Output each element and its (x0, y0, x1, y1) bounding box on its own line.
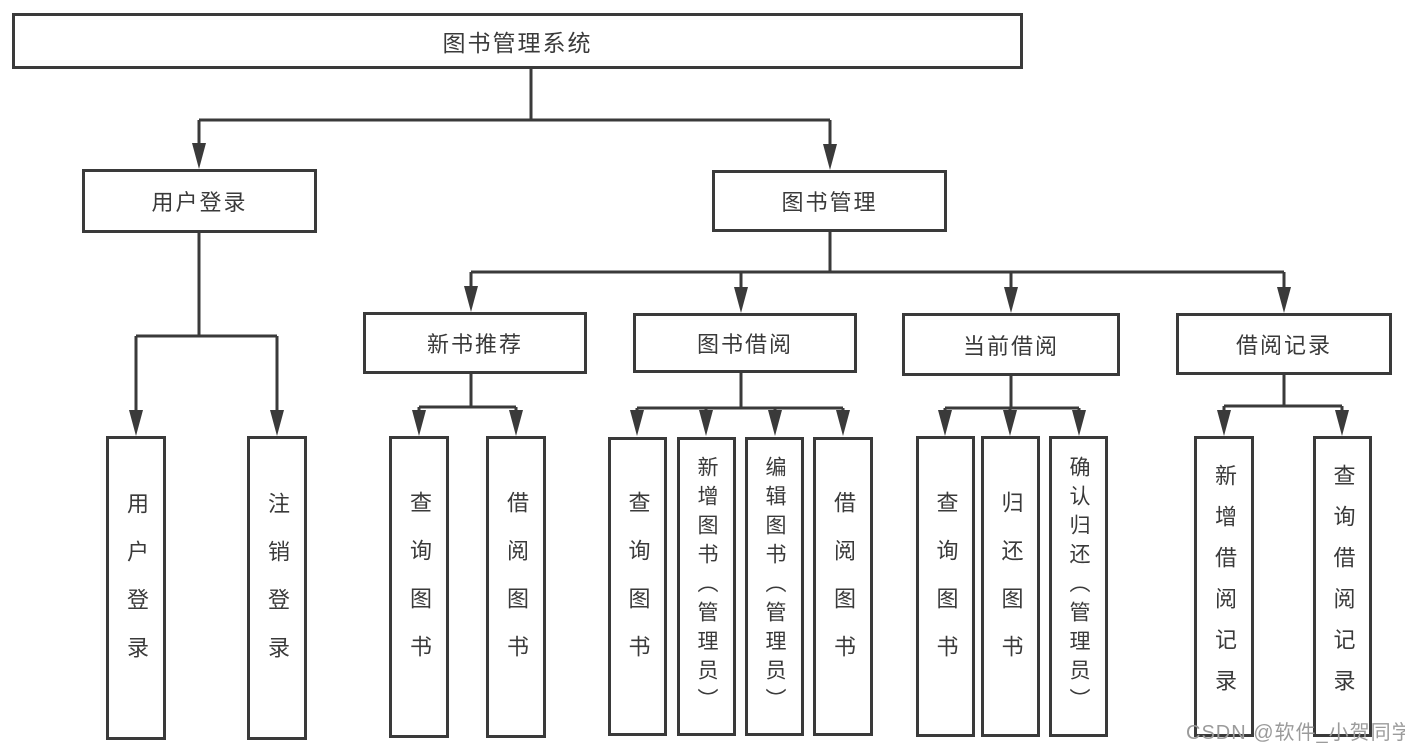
node-user-login: 用户登录 (82, 169, 317, 233)
leaf-add-books-admin: 新增图书（管理员） (677, 437, 736, 736)
node-current-borrow: 当前借阅 (902, 313, 1120, 376)
leaf-logout: 注销登录 (247, 436, 307, 740)
node-borrow-records: 借阅记录 (1176, 313, 1392, 375)
leaf-add-borrow-record: 新增借阅记录 (1194, 436, 1254, 737)
leaf-query-books-recommend: 查询图书 (389, 436, 449, 738)
leaf-borrow-books: 借阅图书 (813, 437, 873, 736)
leaf-query-borrow-record: 查询借阅记录 (1313, 436, 1372, 737)
leaf-user-login: 用户登录 (106, 436, 166, 740)
leaf-query-books-current: 查询图书 (916, 436, 975, 737)
csdn-watermark: CSDN @软件_小贺同学 (1186, 722, 1405, 744)
arrowhead-icons (129, 143, 1349, 436)
leaf-borrow-books-recommend: 借阅图书 (486, 436, 546, 738)
leaf-query-books-borrow: 查询图书 (608, 437, 667, 736)
leaf-confirm-return-admin: 确认归还（管理员） (1049, 436, 1108, 737)
leaf-return-books: 归还图书 (981, 436, 1040, 737)
node-book-management: 图书管理 (712, 170, 947, 232)
node-book-borrow: 图书借阅 (633, 313, 857, 373)
node-new-book-recommend: 新书推荐 (363, 312, 587, 374)
node-library-system: 图书管理系统 (12, 13, 1023, 69)
leaf-edit-books-admin: 编辑图书（管理员） (745, 437, 804, 736)
